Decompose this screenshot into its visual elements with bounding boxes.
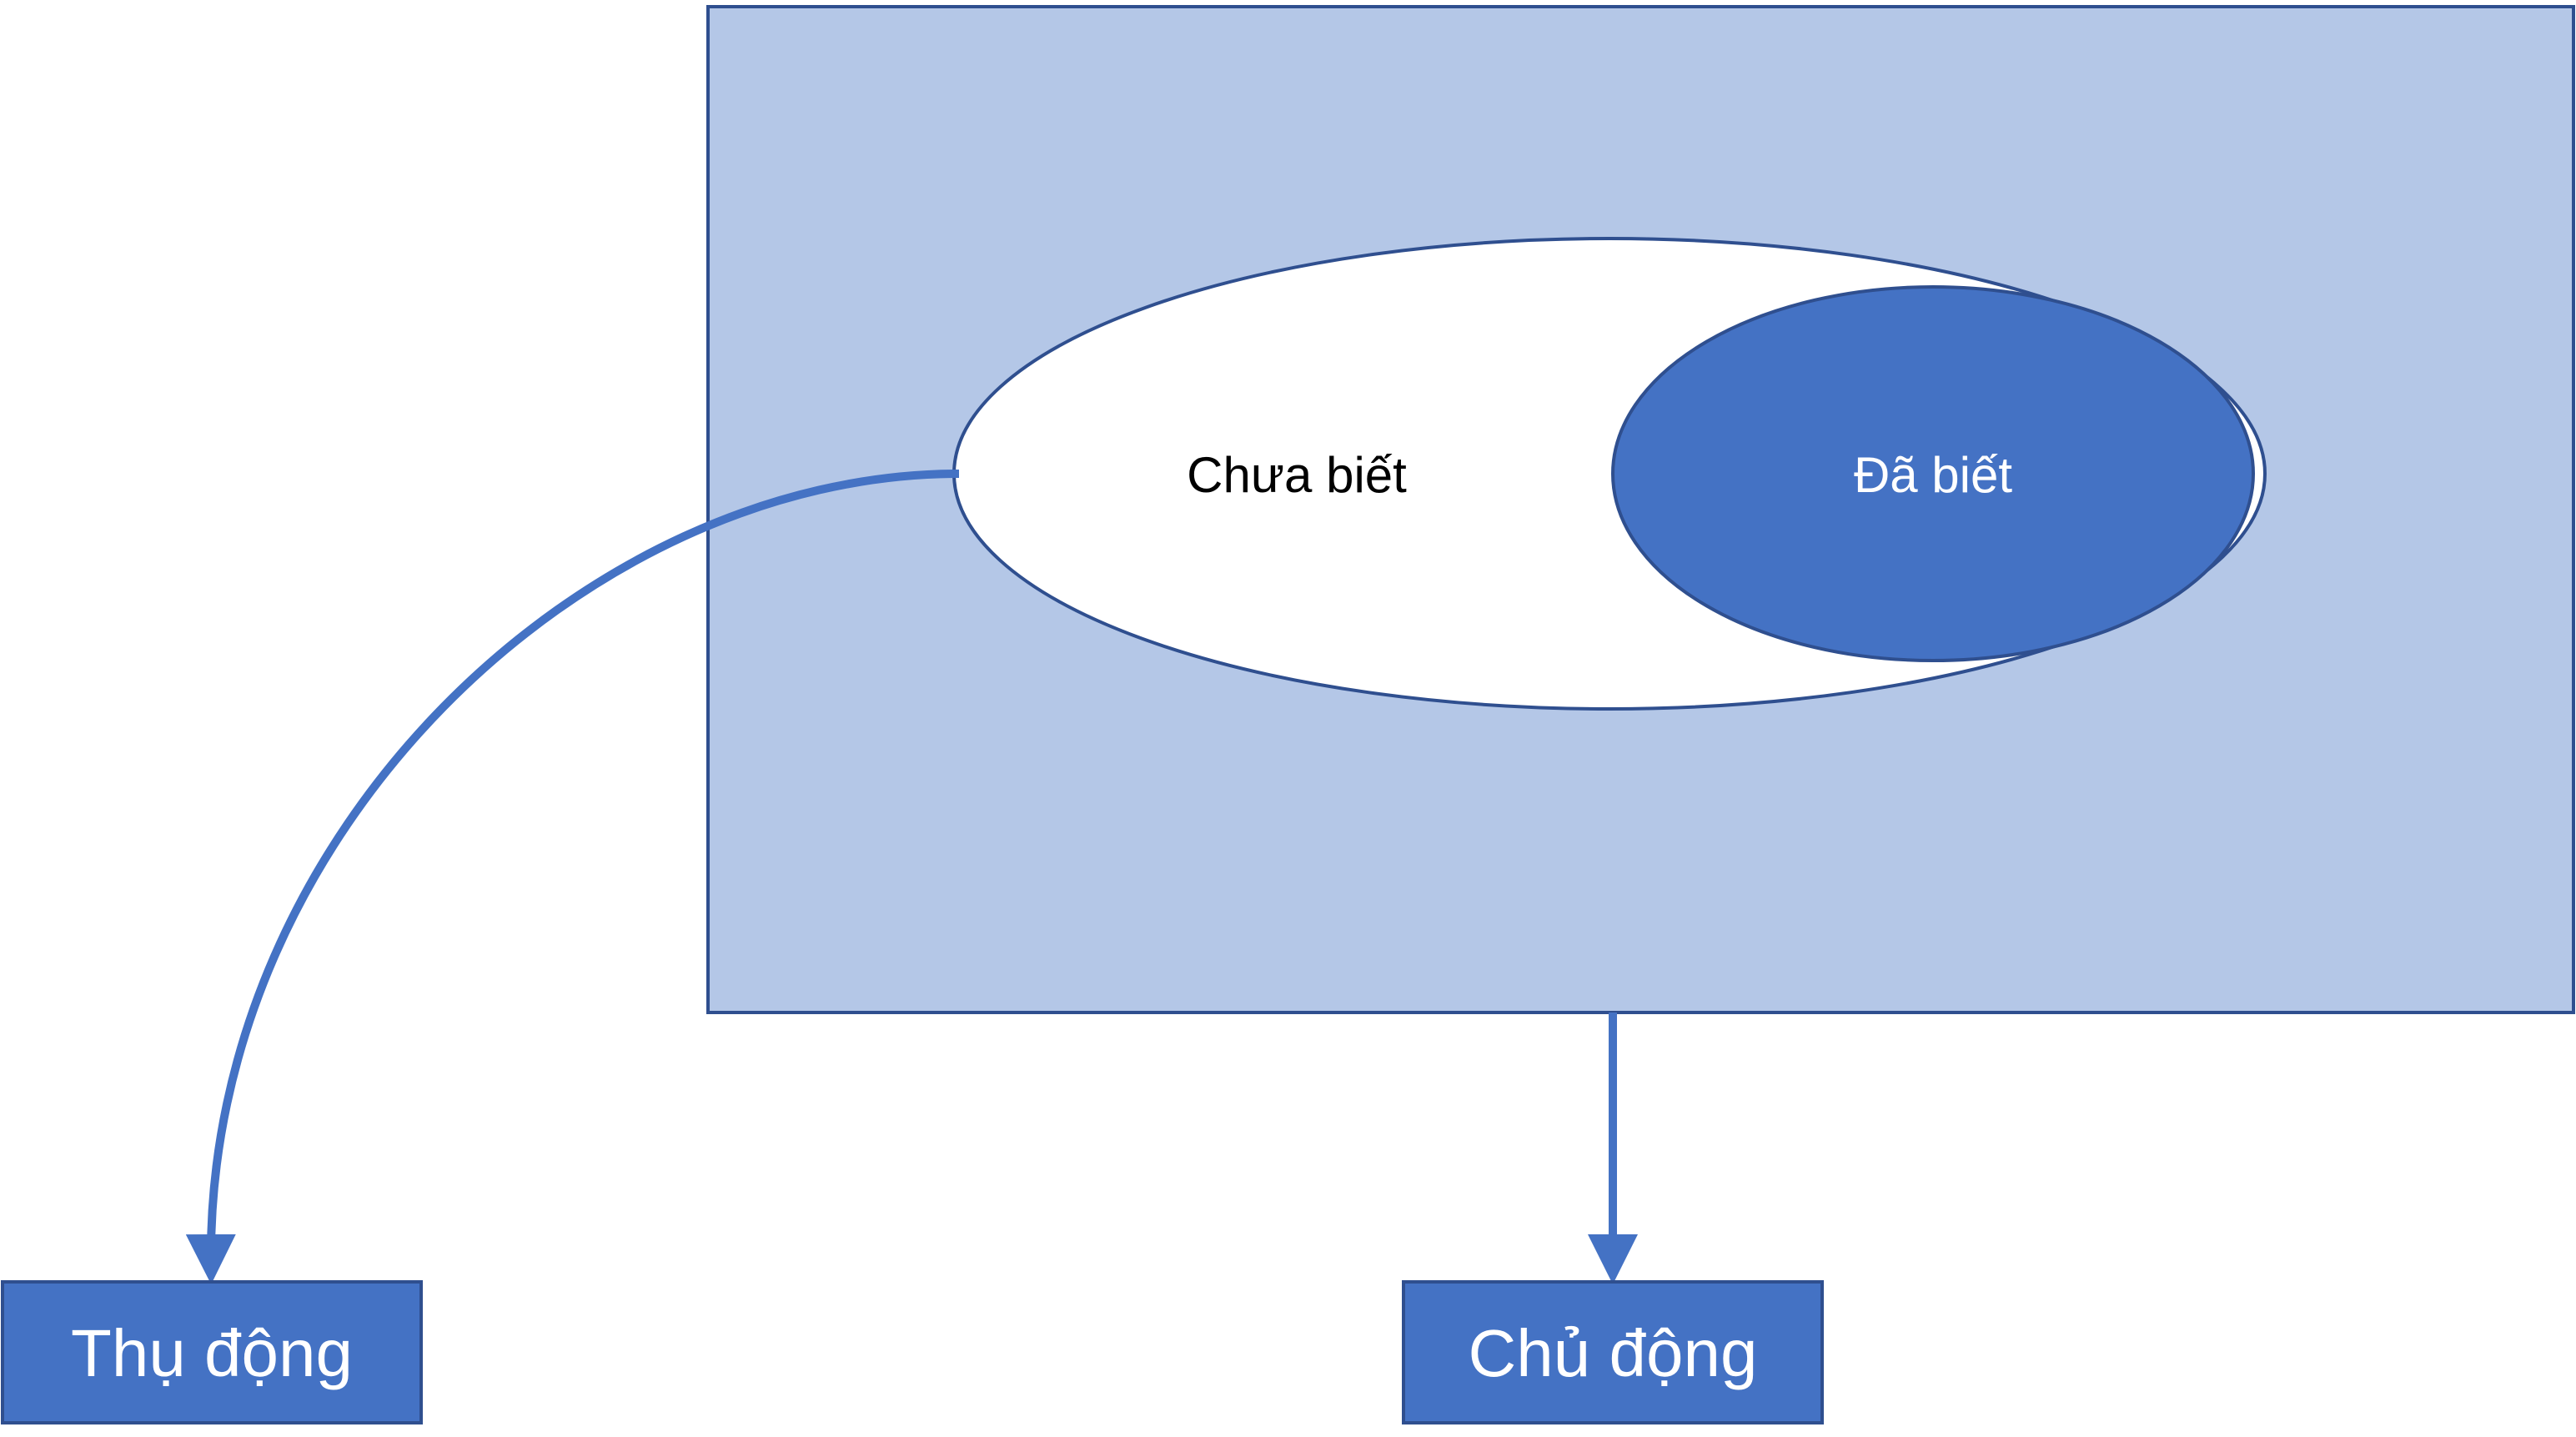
known-label: Đã biết: [1854, 447, 2012, 503]
passive-label: Thụ động: [71, 1316, 353, 1390]
active-label: Chủ động: [1469, 1316, 1758, 1390]
known-ellipse: [1611, 285, 2255, 662]
active-box: [1402, 1280, 1824, 1424]
unknown-label: Chưa biết: [1187, 447, 1407, 503]
passive-box: [1, 1280, 423, 1424]
passive-arrow: [185, 470, 960, 1284]
